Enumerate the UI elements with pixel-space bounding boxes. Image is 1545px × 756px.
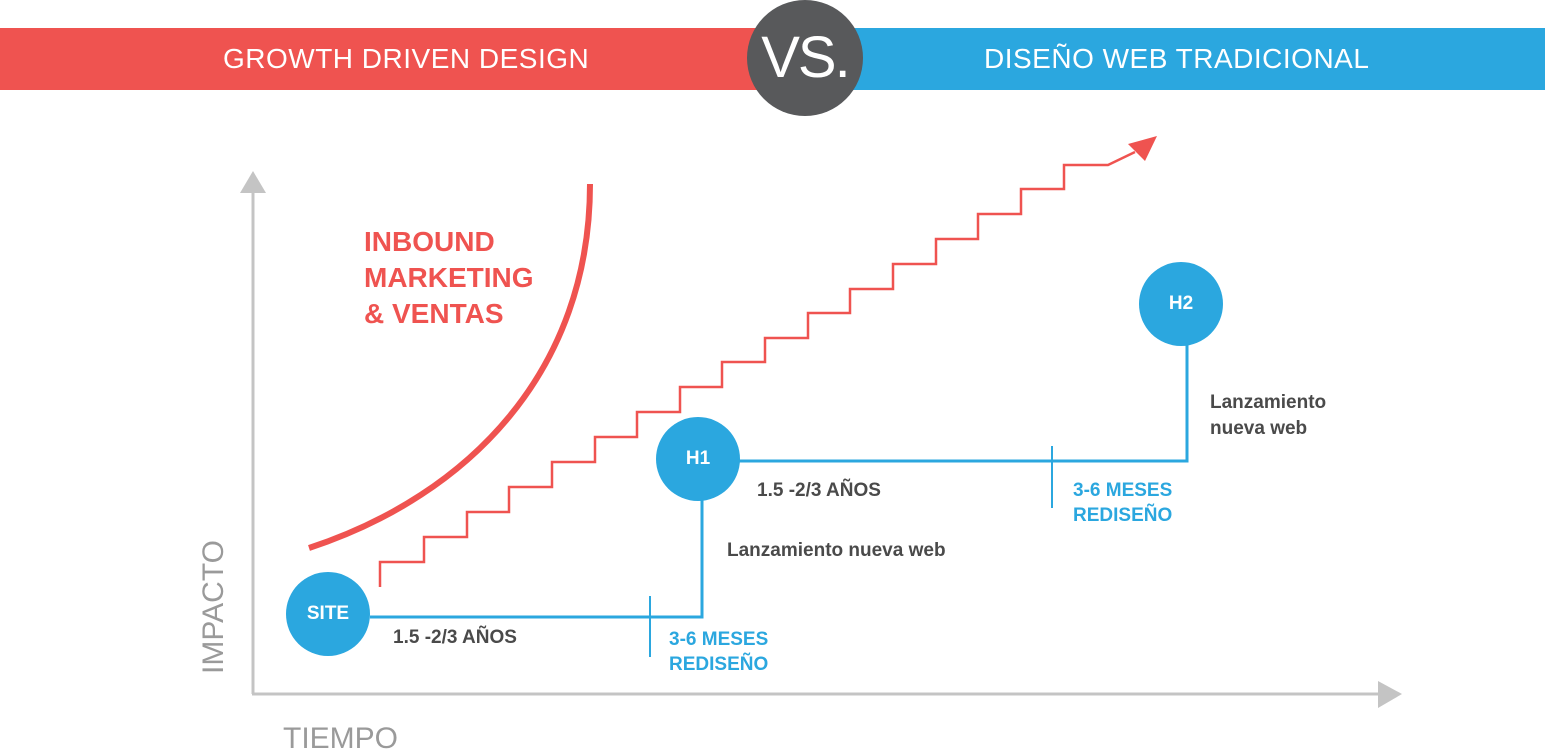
- growth-driven-header-band: GROWTH DRIVEN DESIGN: [0, 28, 790, 90]
- y-axis-arrow-icon: [240, 171, 266, 193]
- launch-label-1: Lanzamiento nueva web: [727, 540, 946, 561]
- growth-driven-title: GROWTH DRIVEN DESIGN: [223, 43, 590, 74]
- launch-label-2: Lanzamiento nueva web: [1210, 390, 1326, 442]
- traditional-timeline: [370, 500, 704, 619]
- vs-badge: VS.: [747, 0, 863, 116]
- growth-staircase: [378, 150, 1136, 587]
- redesign-label-2: 3-6 MESES REDISEÑO: [1073, 478, 1172, 528]
- h2-node: H2: [1139, 262, 1223, 346]
- y-axis-label: IMPACTO: [197, 540, 230, 674]
- redesign-duration: 3-6 MESES: [669, 629, 769, 650]
- x-axis-label: TIEMPO: [283, 722, 399, 755]
- launch-label-line: Lanzamiento: [1210, 392, 1327, 413]
- inbound-label-line: MARKETING: [364, 262, 534, 293]
- x-axis-arrow-icon: [1378, 681, 1402, 708]
- redesign-label-1: 3-6 MESES REDISEÑO: [669, 627, 768, 677]
- traditional-title: DISEÑO WEB TRADICIONAL: [984, 43, 1370, 74]
- traditional-timeline-2: [738, 345, 1189, 463]
- redesign-duration: 3-6 MESES: [1073, 480, 1173, 501]
- inbound-label-line: INBOUND: [364, 226, 495, 257]
- site-node: SITE: [286, 572, 370, 656]
- inbound-growth-curve: [308, 183, 593, 551]
- redesign-caption: REDISEÑO: [669, 654, 769, 675]
- inbound-label: INBOUND MARKETING & VENTAS: [364, 224, 534, 332]
- traditional-header-band: DISEÑO WEB TRADICIONAL: [790, 28, 1545, 90]
- growth-arrow-icon: [1128, 136, 1157, 161]
- redesign-caption: REDISEÑO: [1073, 505, 1173, 526]
- launch-label-line: nueva web: [1210, 418, 1308, 439]
- period-label-1: 1.5 -2/3 AÑOS: [393, 627, 517, 648]
- inbound-label-line: & VENTAS: [364, 298, 504, 329]
- h1-node: H1: [656, 417, 740, 501]
- period-label-2: 1.5 -2/3 AÑOS: [757, 480, 881, 501]
